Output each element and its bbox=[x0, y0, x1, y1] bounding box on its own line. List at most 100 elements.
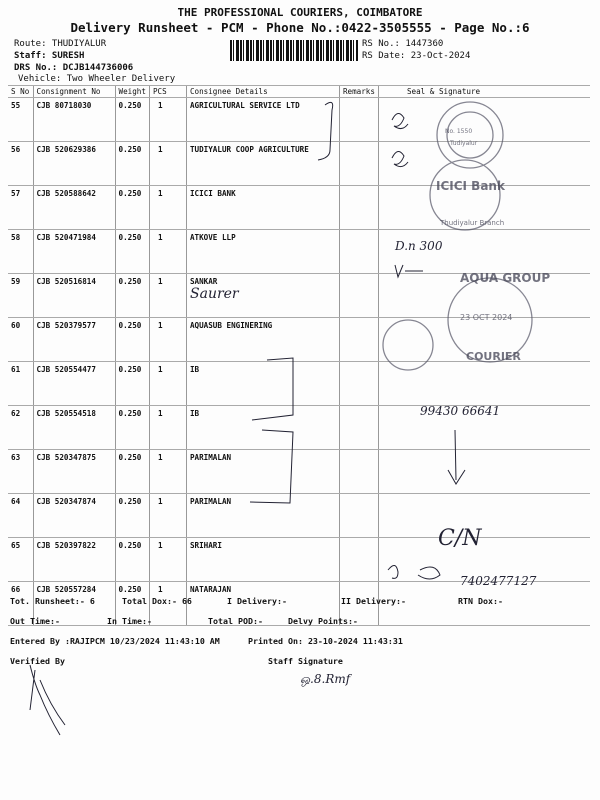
cell-sno: 57 bbox=[8, 185, 33, 230]
cell-cno: CJB 520397822 bbox=[32, 537, 115, 582]
cell-sno: 63 bbox=[8, 449, 33, 494]
cell-consignee: IB bbox=[185, 405, 340, 450]
cell-seal bbox=[377, 493, 590, 538]
cell-cno: CJB 520379577 bbox=[32, 317, 115, 362]
cell-seal bbox=[377, 581, 590, 626]
cell-weight: 0.250 bbox=[114, 273, 150, 318]
cell-weight: 0.250 bbox=[114, 493, 150, 538]
cell-consignee: AQUASUB ENGINERING bbox=[185, 317, 340, 362]
cell-consignee: SANKAR bbox=[185, 273, 340, 318]
total-dox: Total Dox:- 66 bbox=[122, 596, 192, 606]
cell-remarks bbox=[338, 493, 379, 538]
cell-consignee: SRIHARI bbox=[185, 537, 340, 582]
cell-pcs: 1 bbox=[148, 97, 187, 142]
printed-on: Printed On: 23-10-2024 11:43:31 bbox=[248, 636, 403, 646]
cell-pcs: 1 bbox=[148, 581, 187, 626]
cell-sno: 55 bbox=[8, 97, 33, 142]
cell-sno: 62 bbox=[8, 405, 33, 450]
cell-sno: 60 bbox=[8, 317, 33, 362]
cell-remarks bbox=[338, 537, 379, 582]
ii-delivery: II Delivery:- bbox=[341, 596, 406, 606]
cell-consignee: TUDIYALUR COOP AGRICULTURE bbox=[185, 141, 340, 186]
cell-sno: 61 bbox=[8, 361, 33, 406]
cell-cno: CJB 520347875 bbox=[32, 449, 115, 494]
entered-by: Entered By :RAJIPCM 10/23/2024 11:43:10 … bbox=[10, 636, 220, 646]
barcode bbox=[230, 40, 358, 61]
cell-pcs: 1 bbox=[148, 493, 187, 538]
cell-consignee: IB bbox=[185, 361, 340, 406]
cell-sno: 64 bbox=[8, 493, 33, 538]
cell-pcs: 1 bbox=[148, 229, 187, 274]
staff-signature: Staff Signature bbox=[268, 656, 343, 666]
cell-sno: 66 bbox=[8, 581, 33, 626]
cell-cno: CJB 520554477 bbox=[32, 361, 115, 406]
cell-sno: 59 bbox=[8, 273, 33, 318]
cell-cno: CJB 520557284 bbox=[32, 581, 115, 626]
vehicle: Vehicle: Two Wheeler Delivery bbox=[18, 74, 176, 84]
cell-weight: 0.250 bbox=[114, 361, 150, 406]
rtn-dox: RTN Dox:- bbox=[458, 596, 503, 606]
cell-seal bbox=[377, 97, 590, 142]
cell-remarks bbox=[338, 581, 379, 626]
cell-remarks bbox=[338, 185, 379, 230]
cell-consignee: ATKOVE LLP bbox=[185, 229, 340, 274]
cell-pcs: 1 bbox=[148, 141, 187, 186]
cell-pcs: 1 bbox=[148, 537, 187, 582]
cell-weight: 0.250 bbox=[114, 97, 150, 142]
cell-weight: 0.250 bbox=[114, 449, 150, 494]
col-consignee: Consignee Details bbox=[185, 85, 340, 98]
col-sno: S No bbox=[8, 85, 33, 98]
cell-consignee: PARIMALAN bbox=[185, 449, 340, 494]
svg-text:ஒ.8.Rmf: ஒ.8.Rmf bbox=[300, 672, 353, 687]
table-header: S No Consignment No Weight PCS Consignee… bbox=[8, 85, 590, 98]
out-time: Out Time:- bbox=[10, 616, 60, 626]
cell-seal bbox=[377, 405, 590, 450]
cell-pcs: 1 bbox=[148, 361, 187, 406]
cell-sno: 56 bbox=[8, 141, 33, 186]
col-weight: Weight bbox=[114, 85, 150, 98]
cell-cno: CJB 520588642 bbox=[32, 185, 115, 230]
verified-by: Verified By bbox=[10, 656, 65, 666]
cell-cno: CJB 520516814 bbox=[32, 273, 115, 318]
cell-remarks bbox=[338, 229, 379, 274]
cell-weight: 0.250 bbox=[114, 581, 150, 626]
cell-cno: CJB 520554518 bbox=[32, 405, 115, 450]
cell-remarks bbox=[338, 97, 379, 142]
cell-weight: 0.250 bbox=[114, 229, 150, 274]
cell-seal bbox=[377, 273, 590, 318]
cell-seal bbox=[377, 361, 590, 406]
cell-cno: CJB 80718030 bbox=[32, 97, 115, 142]
cell-sno: 58 bbox=[8, 229, 33, 274]
i-delivery: I Delivery:- bbox=[227, 596, 287, 606]
cell-weight: 0.250 bbox=[114, 405, 150, 450]
in-time: In Time:- bbox=[107, 616, 152, 626]
cell-seal bbox=[377, 537, 590, 582]
cell-pcs: 1 bbox=[148, 405, 187, 450]
cell-weight: 0.250 bbox=[114, 141, 150, 186]
cell-seal bbox=[377, 317, 590, 362]
runsheet-title: Delivery Runsheet - PCM - Phone No.:0422… bbox=[70, 20, 530, 35]
cell-seal bbox=[377, 185, 590, 230]
cell-seal bbox=[377, 229, 590, 274]
total-pod: Total POD:- bbox=[208, 616, 263, 626]
cell-remarks bbox=[338, 361, 379, 406]
cell-remarks bbox=[338, 405, 379, 450]
rs-date: RS Date: 23-Oct-2024 bbox=[362, 51, 471, 61]
cell-remarks bbox=[338, 273, 379, 318]
cell-pcs: 1 bbox=[148, 273, 187, 318]
cell-cno: CJB 520629386 bbox=[32, 141, 115, 186]
cell-weight: 0.250 bbox=[114, 185, 150, 230]
tot-runsheet: Tot. Runsheet:- 6 bbox=[10, 596, 95, 606]
